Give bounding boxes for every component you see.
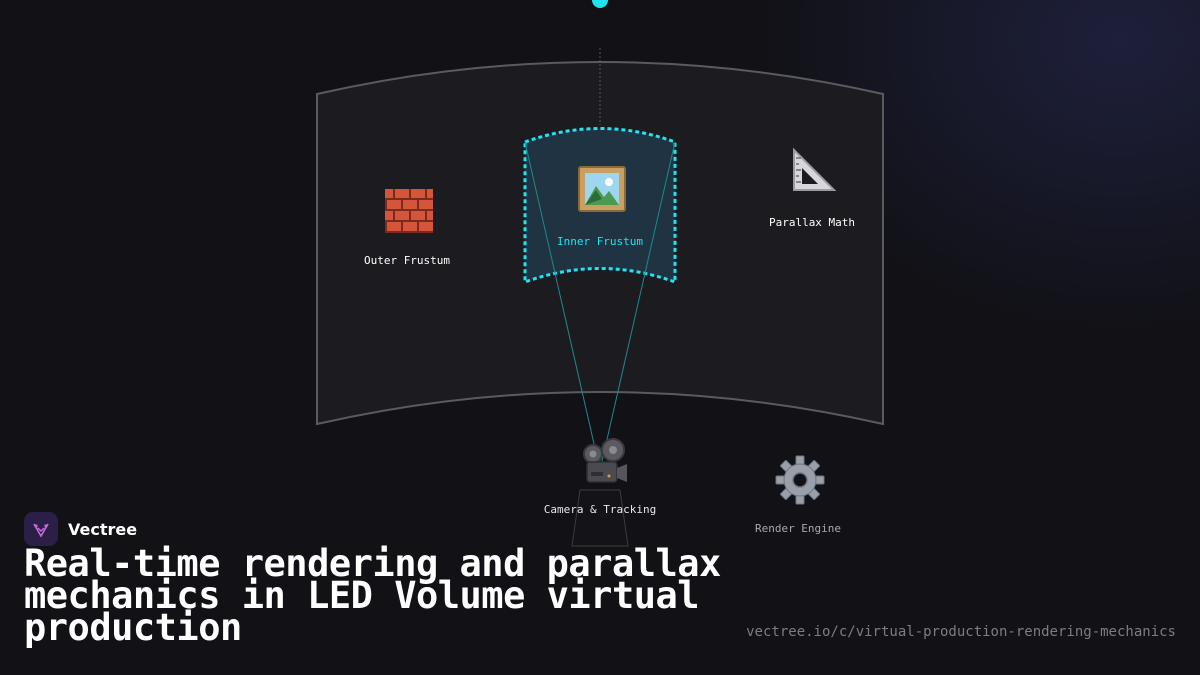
movie-camera-icon (581, 438, 631, 494)
vectree-logo (24, 512, 58, 546)
view-cone-right (599, 141, 676, 471)
parallax-math-label: Parallax Math (768, 216, 856, 229)
inner-frustum-label: Inner Frustum (556, 235, 644, 248)
render-engine-label: Render Engine (754, 522, 842, 535)
brick-wall-icon (385, 189, 433, 233)
framed-picture-icon (578, 166, 626, 220)
brand-name: Vectree (68, 519, 138, 539)
camera-tracking-label: Camera & Tracking (543, 503, 657, 516)
view-cone-left (524, 141, 601, 471)
tracking-marker-dot (592, 0, 608, 8)
triangular-ruler-icon (788, 146, 838, 202)
camera-stand (571, 489, 629, 547)
gear-icon (775, 455, 825, 513)
outer-frustum-label: Outer Frustum (363, 254, 451, 267)
source-url: vectree.io/c/virtual-production-renderin… (746, 624, 1176, 640)
brand-lockup: Vectree (24, 512, 137, 546)
page-title: Real-time rendering and parallax mechani… (24, 542, 721, 649)
